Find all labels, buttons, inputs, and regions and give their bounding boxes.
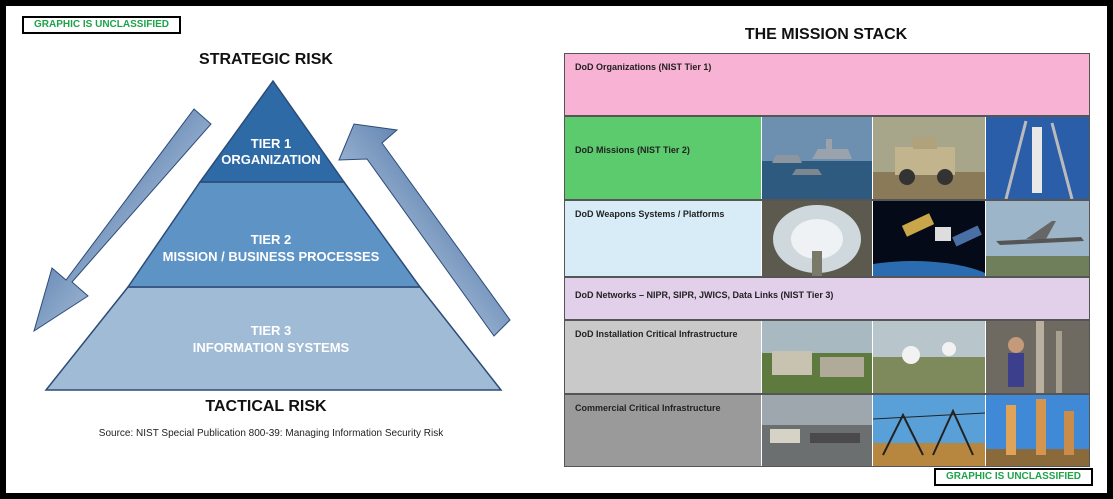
stack-row-commercial: Commercial Critical Infrastructure xyxy=(564,394,1090,467)
worker-pipes-image xyxy=(985,321,1089,393)
row-label: DoD Missions (NIST Tier 2) xyxy=(575,145,690,155)
tier3-title: TIER 3 xyxy=(250,323,292,338)
tier2-title: TIER 2 xyxy=(250,232,292,247)
stack-row-installations: DoD Installation Critical Infrastructure xyxy=(564,320,1090,394)
power-substation-image xyxy=(872,395,985,466)
arrow-down-left-icon xyxy=(33,108,212,333)
stack-row-networks: DoD Networks – NIPR, SIPR, JWICS, Data L… xyxy=(564,277,1090,320)
refinery-image xyxy=(985,395,1089,466)
classification-badge-top: GRAPHIC IS UNCLASSIFIED xyxy=(22,16,182,34)
port-facility-image xyxy=(761,395,872,466)
slide: GRAPHIC IS UNCLASSIFIED STRATEGIC RISK T… xyxy=(6,6,1107,493)
classification-badge-bottom: GRAPHIC IS UNCLASSIFIED xyxy=(934,468,1094,486)
tier1-title: TIER 1 xyxy=(250,136,292,151)
water-treatment-image xyxy=(761,321,872,393)
row-label: DoD Weapons Systems / Platforms xyxy=(575,209,725,219)
tier3-layer xyxy=(44,286,503,391)
drone-aircraft-image xyxy=(985,201,1089,276)
row-label: DoD Networks – NIPR, SIPR, JWICS, Data L… xyxy=(575,290,834,300)
naval-ships-image xyxy=(761,117,872,199)
radome-interior-image xyxy=(761,201,872,276)
rocket-launch-image xyxy=(985,117,1089,199)
radar-domes-image xyxy=(872,321,985,393)
stack-row-missions: DoD Missions (NIST Tier 2) xyxy=(564,116,1090,200)
military-vehicle-image xyxy=(872,117,985,199)
risk-pyramid xyxy=(33,79,511,391)
satellite-image xyxy=(872,201,985,276)
mission-stack: DoD Organizations (NIST Tier 1) DoD Miss… xyxy=(564,53,1090,467)
tier2-subtitle: MISSION / BUSINESS PROCESSES xyxy=(162,249,380,264)
arrow-up-right-icon xyxy=(338,123,511,337)
row-label: DoD Installation Critical Infrastructure xyxy=(575,329,738,339)
tier1-layer xyxy=(198,79,346,183)
row-label: Commercial Critical Infrastructure xyxy=(575,403,721,413)
row-label: DoD Organizations (NIST Tier 1) xyxy=(575,62,712,72)
tier1-subtitle: ORGANIZATION xyxy=(221,152,321,167)
source-caption: Source: NIST Special Publication 800-39:… xyxy=(98,428,444,439)
stack-row-weapons: DoD Weapons Systems / Platforms xyxy=(564,200,1090,277)
stack-row-organizations: DoD Organizations (NIST Tier 1) xyxy=(564,53,1090,116)
tactical-risk-label: TACTICAL RISK xyxy=(205,398,327,415)
strategic-risk-label: STRATEGIC RISK xyxy=(199,51,333,68)
mission-stack-title: THE MISSION STACK xyxy=(744,26,908,43)
tier3-subtitle: INFORMATION SYSTEMS xyxy=(192,340,350,355)
